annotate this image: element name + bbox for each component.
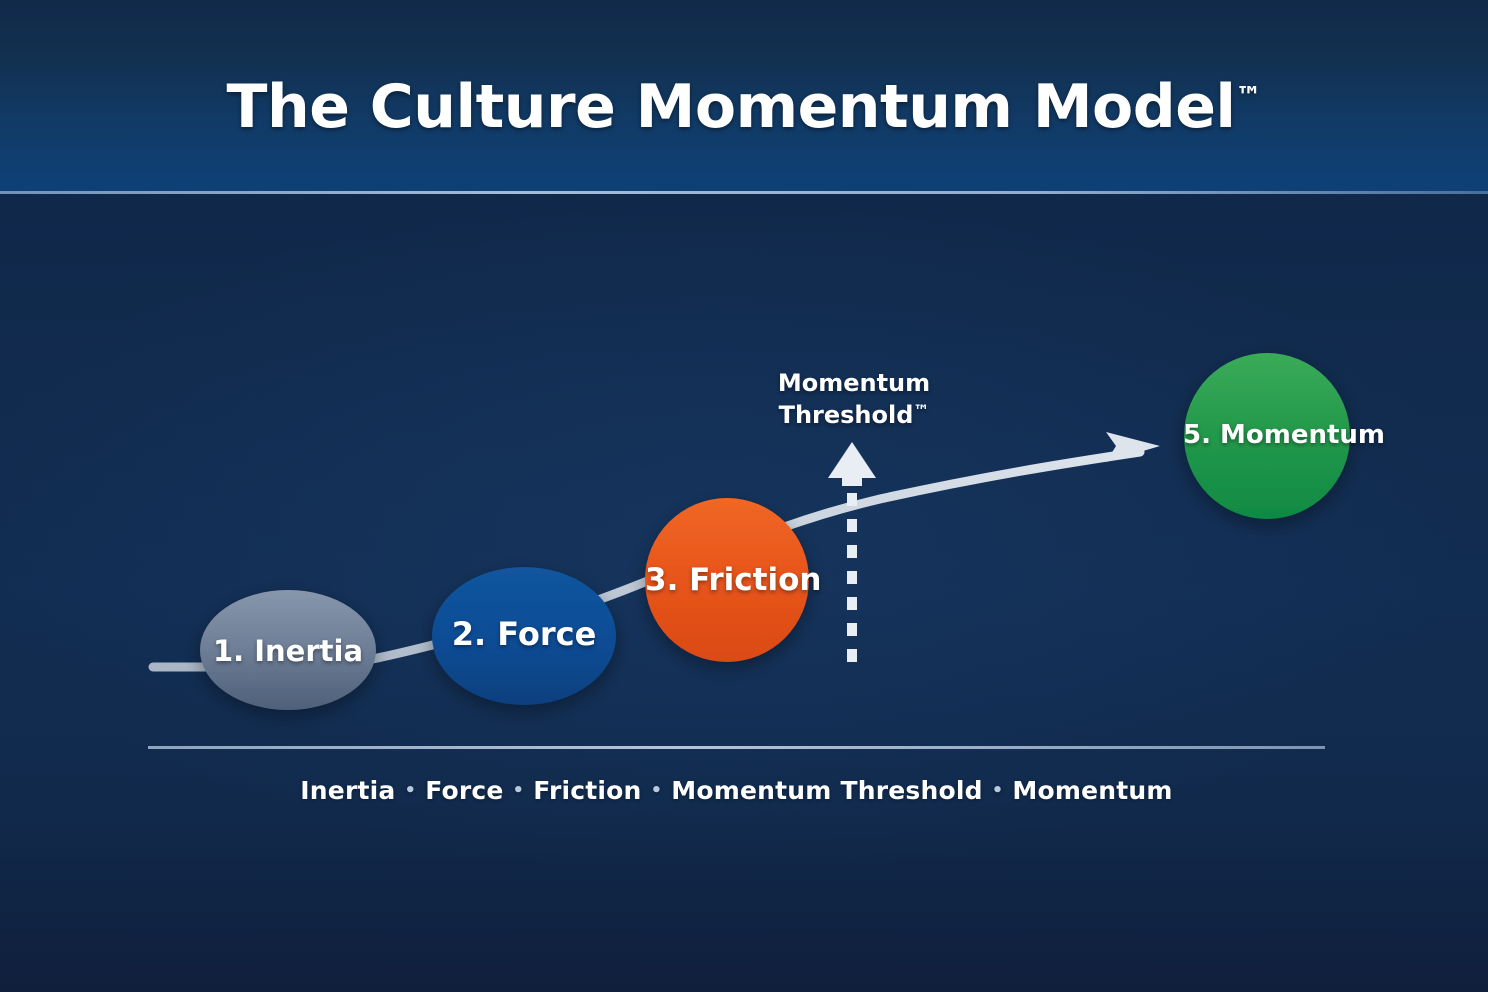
footer-item: Inertia: [300, 776, 396, 805]
page-title: The Culture Momentum Model™: [0, 72, 1488, 142]
trademark-symbol: ™: [1235, 82, 1262, 112]
threshold-line-2-wrap: Threshold™: [742, 400, 966, 432]
momentum-threshold-arrow: [828, 442, 876, 662]
node-friction[interactable]: [645, 498, 809, 662]
node-momentum[interactable]: [1184, 353, 1350, 519]
footer-separator: •: [650, 780, 663, 801]
threshold-trademark-symbol: ™: [913, 400, 930, 420]
connector-arrowhead-icon: [1106, 432, 1160, 462]
threshold-line-2: Threshold: [778, 400, 914, 429]
footer-separator: •: [404, 780, 417, 801]
footer-divider-rule: [148, 746, 1325, 749]
threshold-arrowhead-icon: [828, 442, 876, 486]
footer-item: Momentum: [1012, 776, 1173, 805]
footer-item: Friction: [533, 776, 642, 805]
footer-caption: Inertia • Force • Friction • Momentum Threshol…: [148, 776, 1325, 805]
threshold-line-1: Momentum: [777, 369, 931, 397]
node-inertia[interactable]: [200, 590, 376, 710]
footer-item: Force: [425, 776, 504, 805]
momentum-threshold-label: Momentum Threshold™: [742, 368, 966, 432]
page-title-text: The Culture Momentum Model: [226, 72, 1236, 142]
node-force[interactable]: [432, 567, 616, 705]
footer-item: Momentum Threshold: [671, 776, 983, 805]
header-band: The Culture Momentum Model™: [0, 0, 1488, 194]
footer-separator: •: [512, 780, 525, 801]
footer-separator: •: [991, 780, 1004, 801]
